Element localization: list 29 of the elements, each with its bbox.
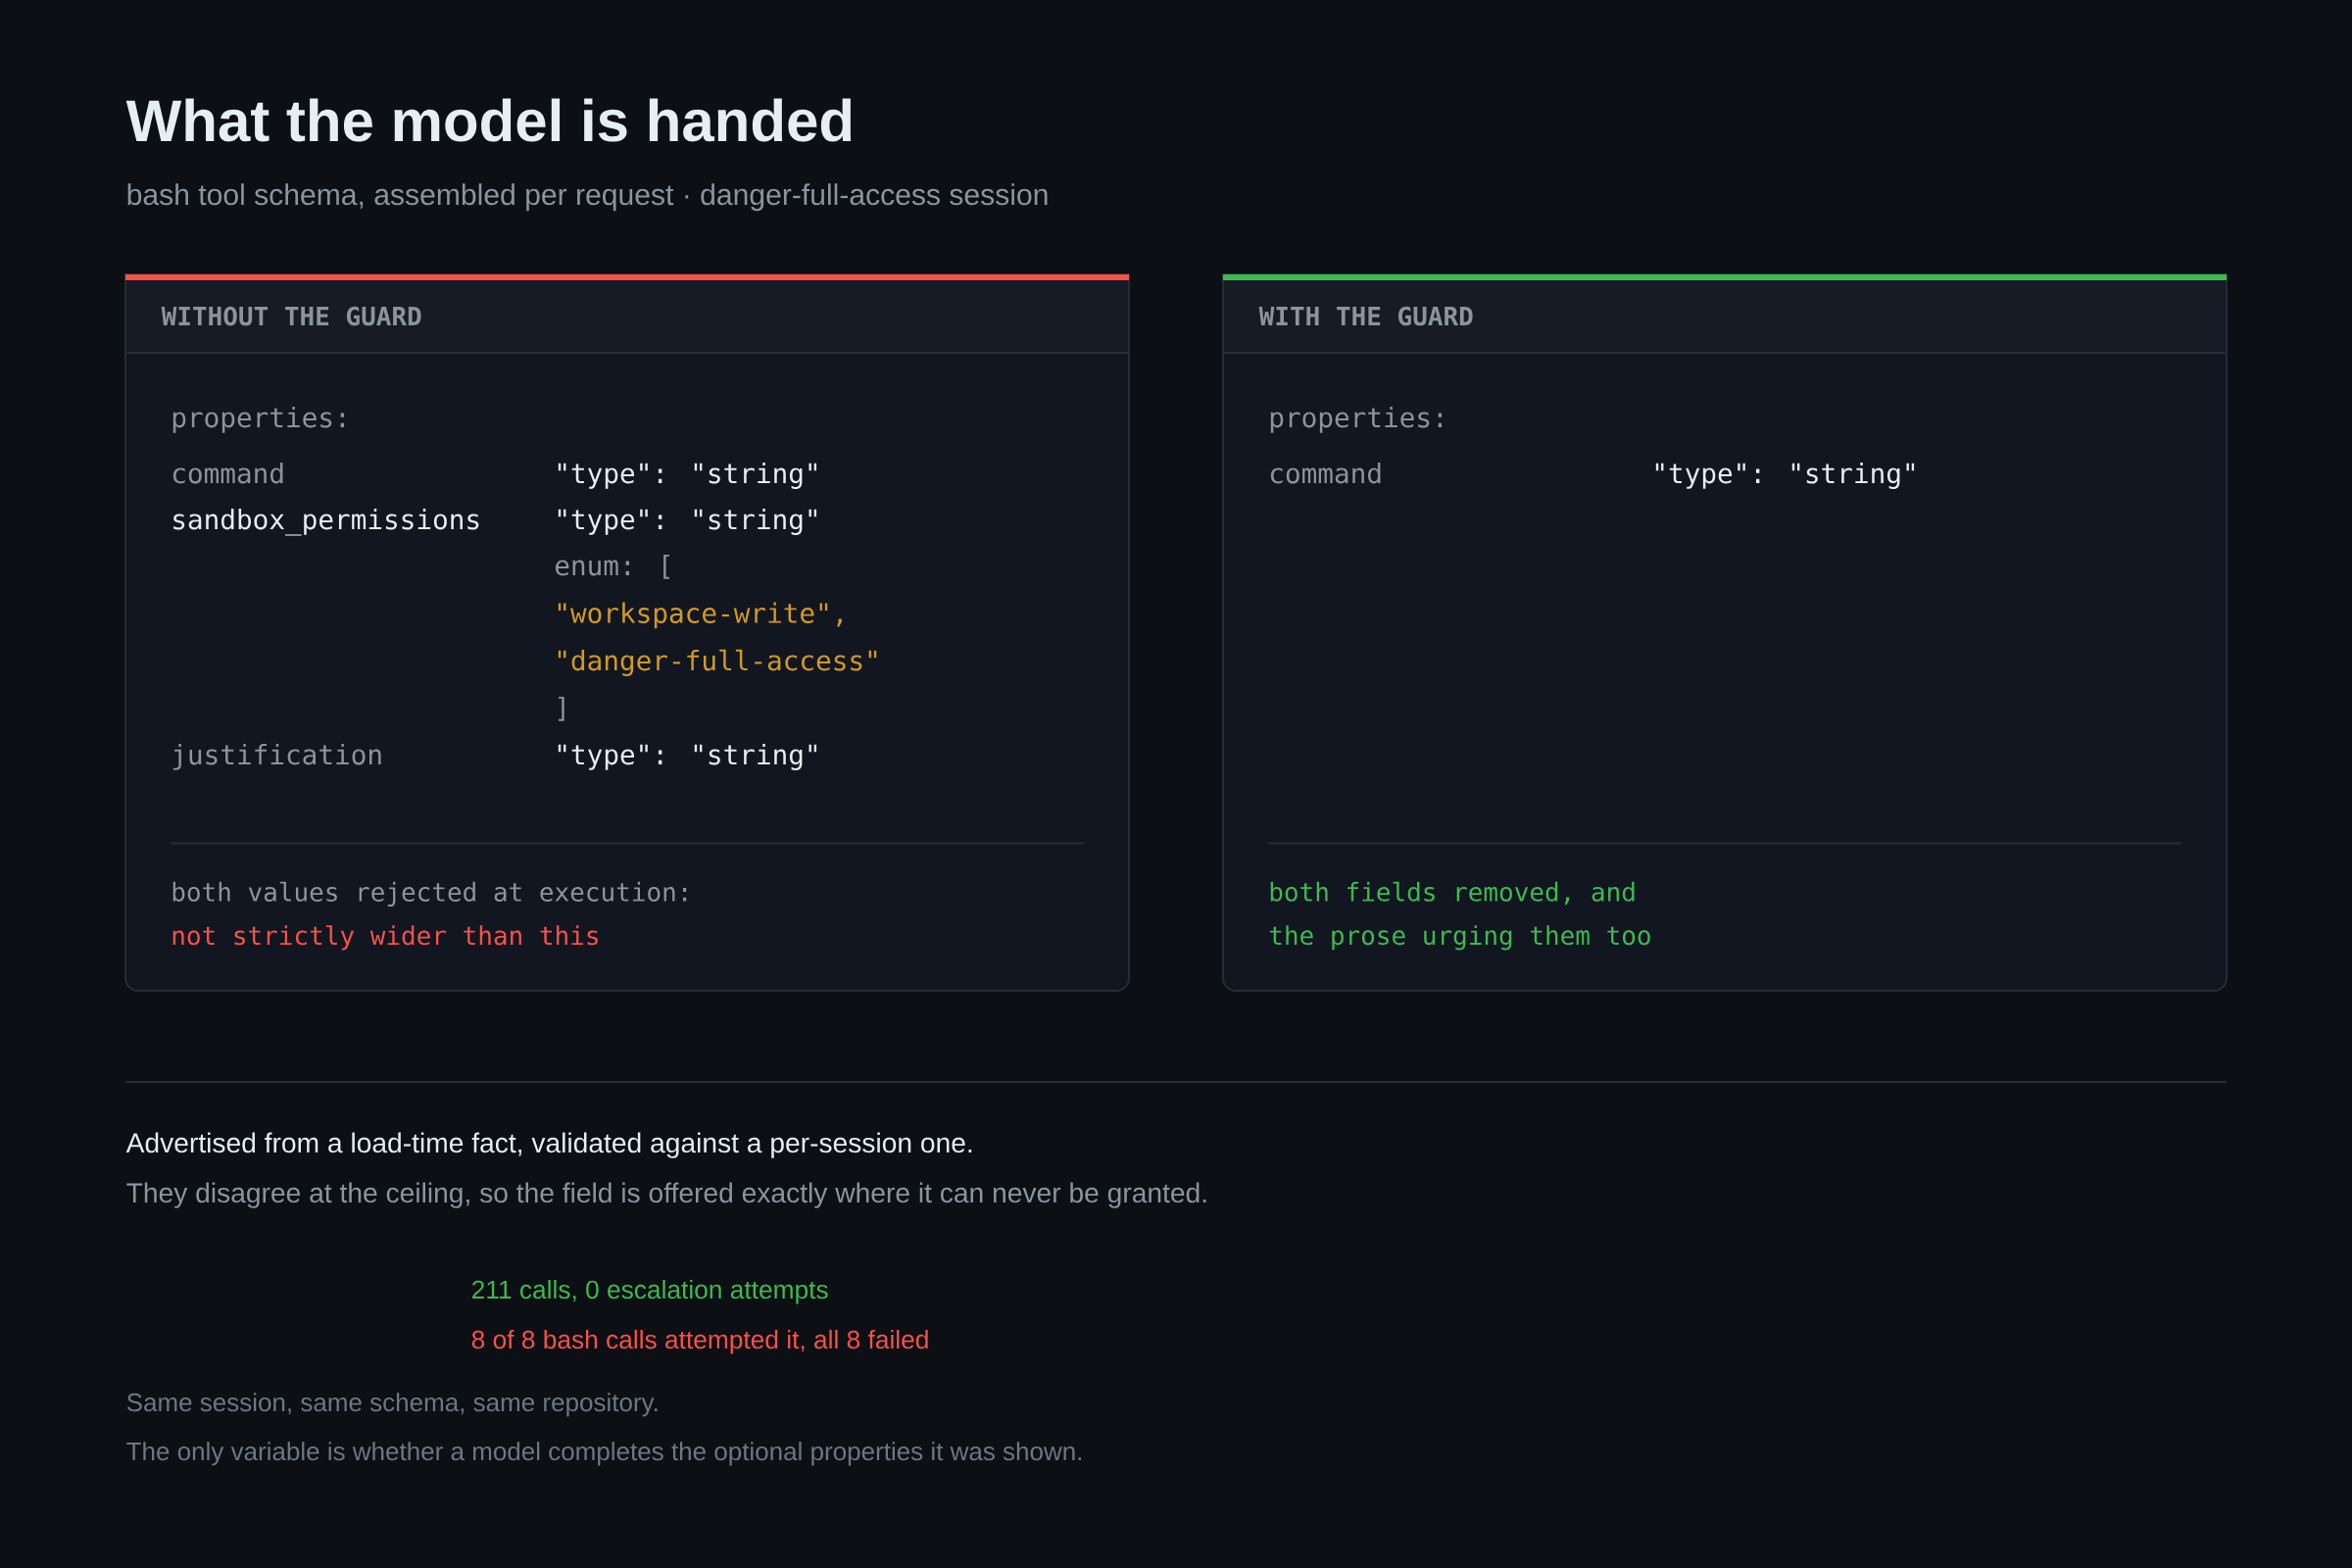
code-text: "danger-full-access" [558, 649, 877, 676]
code-text: "workspace-write", [558, 602, 842, 629]
code-text: properties: [172, 406, 345, 433]
title: What the model is handed [125, 98, 852, 142]
code-text: "type": "string" [558, 743, 817, 770]
panel-heading: WITHOUT THE GUARD [161, 306, 421, 326]
code-text: command [172, 462, 283, 484]
panel [1222, 273, 2228, 992]
result-text: 211 calls, 0 escalation attempts [472, 1279, 828, 1304]
footer-note: both values rejected at execution: [172, 881, 687, 906]
note-text: The only variable is whether a model completes the optional properties it was shown. [126, 1442, 1082, 1466]
code-text: sandbox_permissions [173, 508, 479, 536]
body-text: They disagree at the ceiling, so the field is offered exactly where it can never be granted. [126, 1182, 1206, 1208]
code-text: "type": "string" [1655, 462, 1915, 489]
code-text: enum: [ [555, 554, 669, 579]
panel-heading: WITH THE GUARD [1258, 306, 1473, 326]
footer-note: not strictly wider than this [172, 925, 598, 951]
panel [124, 273, 1130, 992]
code-text: properties: [1270, 406, 1443, 433]
result-text: 8 of 8 bash calls attempted it, all 8 failed [471, 1329, 928, 1354]
subtitle: bash tool schema, assembled per request · danger-full-access session [127, 183, 1048, 212]
code-text: ] [559, 696, 564, 721]
footer-note: both fields removed, and the prose urging them too [1269, 881, 1650, 951]
note-text: Same session, same schema, same repository. [126, 1393, 658, 1417]
code-text: command [1270, 462, 1381, 484]
code-text: justification [172, 743, 381, 770]
body-text: Advertised from a load-time fact, validated against a per-session one. [125, 1132, 972, 1158]
code-text: "type": "string" [558, 508, 817, 535]
code-text: "type": "string" [558, 462, 817, 489]
